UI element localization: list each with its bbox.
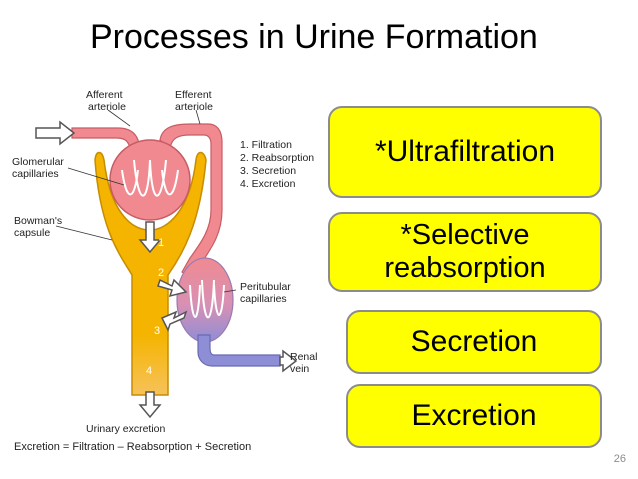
secretion-label: Secretion: [410, 324, 538, 358]
process-list: 1. Filtration 2. Reabsorption 3. Secreti…: [240, 139, 314, 190]
afferent-label-line2: arteriole: [88, 101, 126, 113]
step-number: 3: [154, 325, 160, 337]
step-numbers: 1 2 3 4: [146, 237, 164, 377]
excretion-equation: Excretion = Filtration – Reabsorption + …: [14, 441, 251, 453]
excretion-label: Excretion: [411, 398, 537, 432]
slide-title: Processes in Urine Formation: [90, 18, 538, 56]
efferent-arteriole: [159, 123, 223, 279]
selective-label-line1: *Selective: [400, 218, 530, 251]
renal-vein-arrow-icon: [279, 349, 298, 373]
renal-vein-label-line1: Renal: [290, 351, 317, 363]
selective-reabsorption-box: *Selective reabsorption: [328, 212, 602, 292]
efferent-label-line2: arteriole: [175, 101, 213, 113]
process-list-item: 3. Secretion: [240, 165, 296, 177]
peritubular-capillaries: [176, 257, 234, 343]
flow-arrows: [35, 120, 298, 419]
ultrafiltration-box: *Ultrafiltration: [328, 106, 602, 198]
excretion-arrow-icon: [138, 391, 162, 419]
page-number: 26: [613, 453, 626, 465]
ultrafiltration-label: *Ultrafiltration: [374, 134, 556, 168]
leader-lines: [55, 109, 237, 293]
reabsorption-arrow-icon: [157, 278, 188, 298]
step-number: 2: [158, 267, 164, 279]
peritubular-label-line1: Peritubular: [240, 281, 291, 293]
urinary-excretion-label: Urinary excretion: [86, 423, 166, 435]
step-number: 4: [146, 365, 152, 377]
process-list-item: 2. Reabsorption: [240, 152, 314, 164]
afferent-label-line1: Afferent: [86, 89, 123, 101]
inflow-arrow-icon: [35, 120, 76, 146]
glomerulus: [109, 139, 191, 221]
step-number: 1: [158, 237, 164, 249]
secretion-box: Secretion: [346, 310, 602, 374]
secretion-arrow-icon: [160, 310, 188, 332]
process-list-item: 4. Excretion: [240, 178, 296, 190]
process-list-item: 1. Filtration: [240, 139, 292, 151]
bowmans-label-line2: capsule: [14, 227, 50, 239]
peritubular-label-line2: capillaries: [240, 293, 287, 305]
excretion-box: Excretion: [346, 384, 602, 448]
renal-vein-label-line2: vein: [290, 363, 309, 375]
efferent-label-line1: Efferent: [175, 89, 212, 101]
glomerular-label-line2: capillaries: [12, 168, 59, 180]
bowmans-label-line1: Bowman's: [14, 215, 62, 227]
selective-label-line2: reabsorption: [384, 252, 546, 284]
filtration-arrow-icon: [138, 221, 162, 254]
renal-vein: [197, 334, 281, 367]
glomerular-label-line1: Glomerular: [12, 156, 64, 168]
